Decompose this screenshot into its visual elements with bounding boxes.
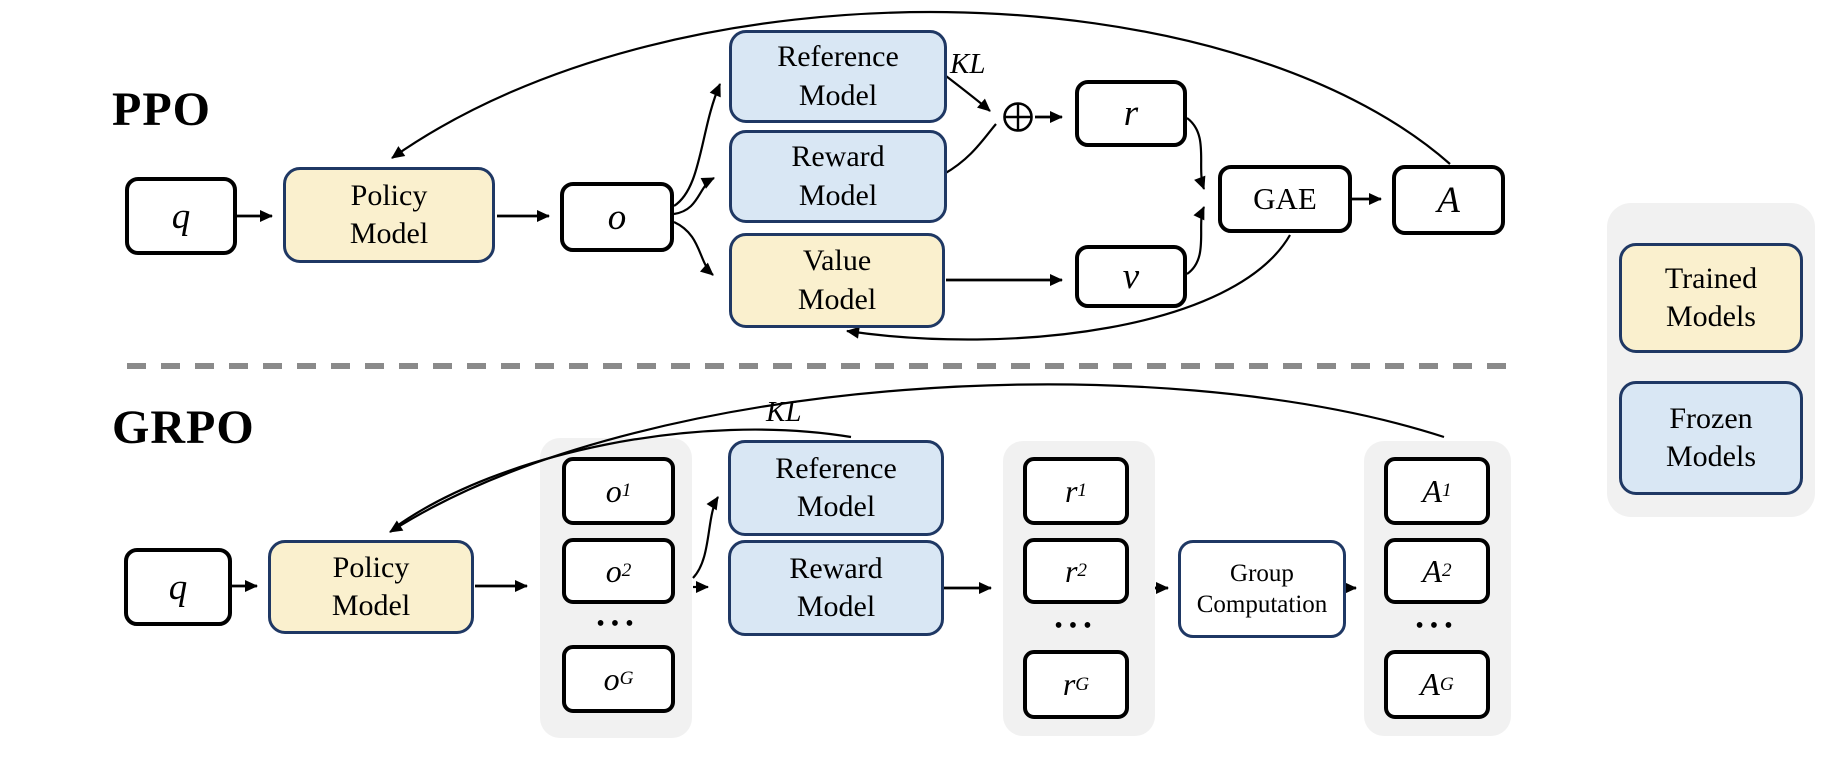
grpo-reward-2-base: r <box>1064 552 1078 589</box>
circle-plus-icon <box>1003 102 1033 132</box>
grpo-reward-g-base: r <box>1062 666 1076 702</box>
ppo-advantage-node: A <box>1392 165 1505 235</box>
grpo-query-node: q <box>124 548 232 626</box>
ppo-value-estimate-node: v <box>1075 245 1187 308</box>
grpo-output-g-base: o <box>603 660 620 697</box>
arrow-ppo-o-to-reference <box>673 83 722 207</box>
grpo-kl-label: KL <box>766 396 802 428</box>
grpo-output-ellipsis: ••• <box>596 610 640 637</box>
ppo-query-node: q <box>125 177 237 255</box>
grpo-group-computation-node: Group Computation <box>1178 540 1346 638</box>
legend-trained-models: Trained Models <box>1619 243 1803 353</box>
grpo-advantage-1-base: A <box>1422 472 1442 509</box>
ppo-reference-model-node: Reference Model <box>729 30 947 123</box>
grpo-advantage-ellipsis: ••• <box>1415 612 1459 639</box>
arrow-ppo-r-to-gae <box>1186 117 1206 190</box>
arrow-grpo-outputs-to-reference <box>692 496 719 579</box>
grpo-reward-ellipsis: ••• <box>1054 612 1098 639</box>
ppo-reward-model-node: Reward Model <box>729 130 947 223</box>
arrow-ppo-v-to-gae <box>1186 206 1206 275</box>
ppo-policy-model-node: Policy Model <box>283 167 495 263</box>
ppo-output-node: o <box>560 182 674 252</box>
ppo-kl-label: KL <box>950 48 986 80</box>
ppo-reward-value-node: r <box>1075 80 1187 147</box>
ppo-gae-node: GAE <box>1218 165 1352 233</box>
grpo-output-2-base: o <box>605 552 622 589</box>
ppo-value-model-node: Value Model <box>729 233 945 328</box>
grpo-section-label: GRPO <box>112 401 255 454</box>
arrow-ppo-o-to-reward <box>673 177 715 216</box>
grpo-advantage-g-base: A <box>1420 666 1440 702</box>
grpo-advantage-2-base: A <box>1422 552 1442 589</box>
arrow-ppo-o-to-value <box>673 221 714 276</box>
grpo-reward-1-base: r <box>1064 472 1078 509</box>
arrow-ppo-reference-kl-to-combine <box>945 75 991 112</box>
grpo-reference-model-node: Reference Model <box>728 440 944 536</box>
grpo-policy-model-node: Policy Model <box>268 540 474 634</box>
grpo-output-1-base: o <box>605 472 622 509</box>
grpo-reward-model-node: Reward Model <box>728 540 944 636</box>
ppo-section-label: PPO <box>112 83 211 136</box>
legend-frozen-models: Frozen Models <box>1619 381 1803 495</box>
arrow-ppo-reward-to-combine <box>943 123 997 175</box>
